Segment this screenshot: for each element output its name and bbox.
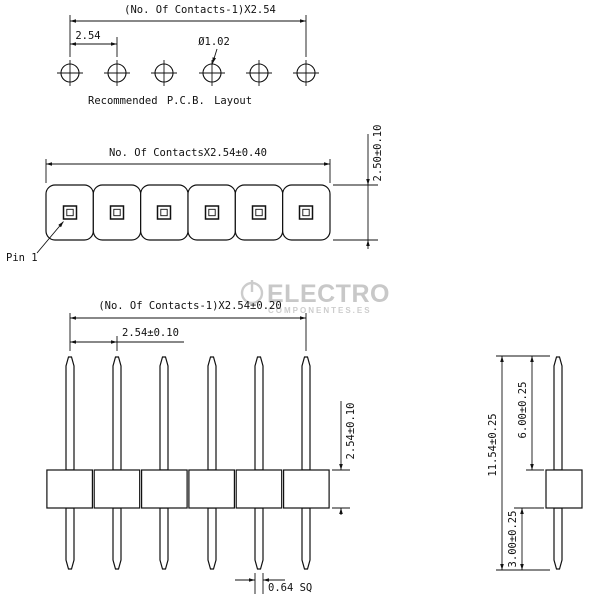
total-length-label: 11.54±0.25 xyxy=(487,413,499,476)
housing-side xyxy=(545,469,583,509)
pin-lower xyxy=(159,507,169,570)
pin-one-label: Pin 1 xyxy=(6,252,38,264)
housing-segment xyxy=(283,469,330,509)
front-lower-pins xyxy=(65,507,311,570)
front-body-height-label: 2.54±0.10 xyxy=(345,403,357,460)
contact-pad-inner xyxy=(302,208,310,217)
contact-pad-outer xyxy=(156,205,172,220)
pin-upper xyxy=(112,356,122,471)
pin-upper xyxy=(254,356,264,471)
housing-segment xyxy=(140,184,189,241)
front-span-dimension-label: (No. Of Contacts-1)X2.54±0.20 xyxy=(98,300,281,312)
contact-pad-outer xyxy=(109,205,125,220)
pcb-layout-view: (No. Of Contacts-1)X2.54 2.54 Ø1.02 xyxy=(57,4,319,107)
pin-upper xyxy=(65,356,75,471)
pin-upper xyxy=(207,356,217,471)
pin-upper xyxy=(301,356,311,471)
housing-segment xyxy=(141,469,188,509)
housing-segment xyxy=(92,184,142,241)
contact-pad-outer xyxy=(298,205,314,220)
housing-segment xyxy=(235,469,283,509)
front-upper-pins xyxy=(65,356,311,471)
housing-segment xyxy=(234,184,284,241)
housing-segment xyxy=(188,469,235,509)
lower-length-label: 3.00±0.25 xyxy=(507,511,519,568)
plan-contacts xyxy=(62,205,314,220)
plan-housing xyxy=(45,184,331,241)
upper-length-label: 6.00±0.25 xyxy=(517,382,529,439)
hole-diameter-leader-arrow xyxy=(212,48,218,64)
pcb-span-dimension-label: (No. Of Contacts-1)X2.54 xyxy=(124,4,276,16)
plan-depth-dimension-label: 2.50±0.10 xyxy=(372,125,384,182)
contact-pad-outer xyxy=(62,205,78,220)
side-view: 11.54±0.25 6.00±0.25 3.00±0.25 xyxy=(487,355,583,571)
watermark: ELECTRO COMPONENTES.ES xyxy=(240,280,390,315)
housing-segment xyxy=(187,184,236,241)
pin-upper xyxy=(553,356,563,471)
contact-pad-inner xyxy=(208,208,216,217)
pin-lower xyxy=(254,507,264,570)
plan-view: No. Of ContactsX2.54±0.40 xyxy=(6,125,384,264)
pcb-caption: Recommended P.C.B. Layout xyxy=(88,95,252,107)
housing-segment xyxy=(45,184,94,241)
pin-lower xyxy=(553,507,563,570)
contact-pad-outer xyxy=(204,205,220,220)
contact-pad-inner xyxy=(255,208,263,217)
pin-upper xyxy=(159,356,169,471)
pin-square-label: 0.64 SQ xyxy=(268,582,312,594)
contact-pad-outer xyxy=(251,205,267,220)
hole-diameter-label: Ø1.02 xyxy=(198,36,230,48)
contact-pad-inner xyxy=(113,208,121,217)
pin-one-leader-arrow xyxy=(36,221,64,254)
pin-lower xyxy=(301,507,311,570)
contact-pad-inner xyxy=(160,208,168,217)
pcb-pitch-dimension-label: 2.54 xyxy=(75,30,100,42)
pin-lower xyxy=(65,507,75,570)
housing-segment xyxy=(46,469,94,509)
housing-segment xyxy=(93,469,141,509)
contact-pad-inner xyxy=(66,208,74,217)
watermark-title: ELECTRO xyxy=(267,280,390,308)
pin-lower xyxy=(112,507,122,570)
watermark-subtitle: COMPONENTES.ES xyxy=(268,306,372,315)
pin-lower xyxy=(207,507,217,570)
front-view: (No. Of Contacts-1)X2.54±0.20 2.54±0.10 xyxy=(46,300,357,594)
front-housing xyxy=(46,469,330,509)
front-pitch-dimension-label: 2.54±0.10 xyxy=(122,327,179,339)
housing-segment xyxy=(282,184,331,241)
plan-width-dimension-label: No. Of ContactsX2.54±0.40 xyxy=(109,147,267,159)
pcb-holes xyxy=(57,60,319,86)
